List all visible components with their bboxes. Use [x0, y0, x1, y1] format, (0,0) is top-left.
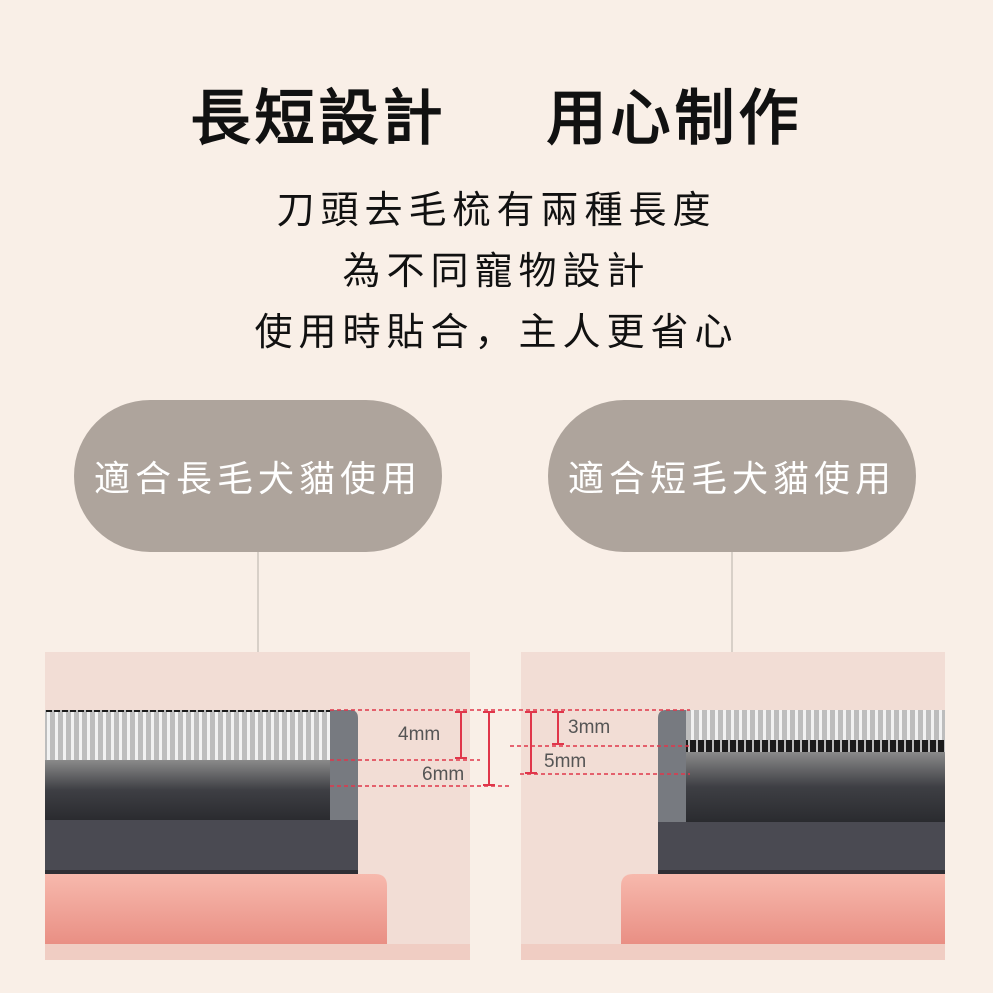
subtitle-line-3: 使用時貼合，主人更省心	[254, 310, 739, 354]
connector-line-left	[257, 552, 259, 652]
subtitle-line-2: 為不同寵物設計	[342, 249, 651, 293]
dim-label-5mm: 5mm	[544, 751, 587, 772]
short-hair-label: 適合短毛犬貓使用	[548, 400, 916, 552]
short-blade-image	[521, 710, 945, 960]
title-left: 長短設計	[190, 84, 447, 154]
dim-label-4mm: 4mm	[398, 724, 441, 745]
long-blade-photo	[45, 652, 470, 960]
dim-label-3mm: 3mm	[568, 717, 611, 738]
long-hair-label: 適合長毛犬貓使用	[74, 400, 442, 552]
connector-line-right	[731, 552, 733, 652]
subtitle-line-1: 刀頭去毛梳有兩種長度	[276, 188, 717, 232]
long-blade-image	[45, 710, 470, 960]
subtitle-block: 刀頭去毛梳有兩種長度 為不同寵物設計 使用時貼合，主人更省心	[0, 180, 993, 363]
title-right: 用心制作	[546, 84, 803, 154]
short-blade-photo	[521, 652, 945, 960]
page-title: 長短設計 用心制作	[0, 70, 993, 157]
dim-label-6mm: 6mm	[422, 764, 465, 785]
